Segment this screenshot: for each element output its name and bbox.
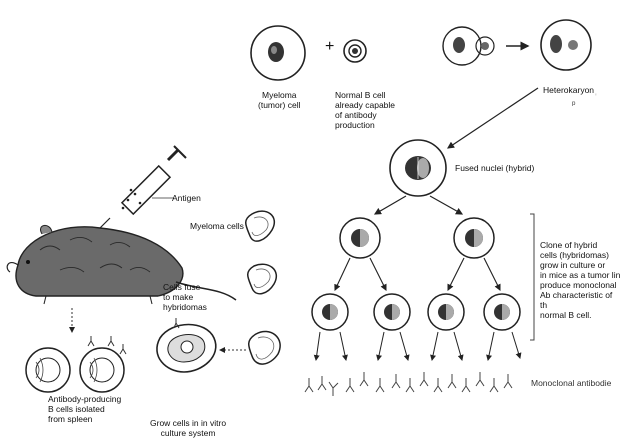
hybridoma-clone-cell xyxy=(374,294,410,330)
cells-fuse-label: Cells fuse to make hybridomas xyxy=(163,282,207,312)
fused-hybrid-cell xyxy=(390,140,446,196)
monoclonal-antibodies xyxy=(305,372,512,396)
hybridoma-fused-cell xyxy=(157,318,216,372)
hybridoma-clone-cell xyxy=(428,294,464,330)
syringe-icon xyxy=(96,146,186,232)
myeloma-cell-culture xyxy=(246,211,280,364)
hybridoma-clone-cell xyxy=(484,294,520,330)
antigen-label: Antigen xyxy=(172,193,201,203)
myeloma-tumor-cell-top xyxy=(251,26,305,80)
normal-b-cell-top xyxy=(344,40,366,62)
heterokaryon-to-hybrid-arrow xyxy=(448,88,538,148)
myeloma-tumor-cell-label: Myeloma (tumor) cell xyxy=(258,90,301,110)
clone-description: Clone of hybrid cells (hybridomas) grow … xyxy=(540,240,621,320)
fused-nuclei-label: Fused nuclei (hybrid) xyxy=(455,163,534,173)
svg-text:': ' xyxy=(595,92,597,102)
clone-bracket xyxy=(530,214,534,340)
antibody-producing-b-cells-label: Antibody-producing B cells isolated from… xyxy=(48,394,121,424)
svg-text:ᵖ: ᵖ xyxy=(572,99,576,109)
normal-b-cell-label: Normal B cell already capable of antibod… xyxy=(335,90,395,130)
heterokaryon-label: Heterokaryon xyxy=(543,85,594,95)
plus-sign: + xyxy=(325,42,334,52)
fusing-cells xyxy=(443,27,494,65)
hybridoma-clone-cell xyxy=(454,218,494,258)
monoclonal-antibodies-label: Monoclonal antibodie xyxy=(531,378,611,388)
secretion-arrows xyxy=(316,332,520,360)
myeloma-cells-label: Myeloma cells xyxy=(190,221,244,231)
grow-cells-label: Grow cells in in vitro culture system xyxy=(150,418,226,438)
hybridoma-clone-cell xyxy=(312,294,348,330)
heterokaryon-cell xyxy=(541,20,591,70)
spleen-b-cells xyxy=(26,336,126,392)
hybridoma-clone-cell xyxy=(340,218,380,258)
